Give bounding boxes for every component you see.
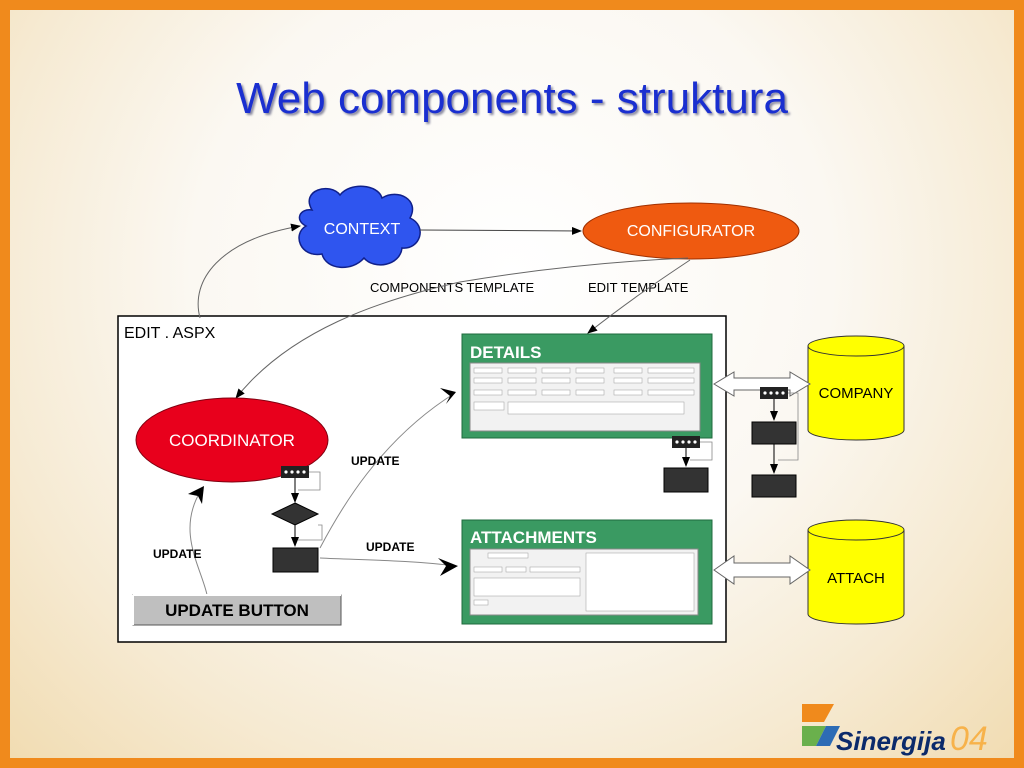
logo-name: Sinergija (836, 726, 946, 756)
details-form-thumbnail (469, 362, 701, 432)
company-label: COMPANY (819, 385, 894, 402)
components-template-label: COMPONENTS TEMPLATE (370, 280, 535, 295)
logo-mark-icon (802, 704, 840, 746)
context-cloud: CONTEXT (298, 185, 421, 268)
update-label-attachments: UPDATE (366, 540, 414, 554)
attachments-panel: ATTACHMENTS (461, 519, 713, 625)
edit-template-arrow (587, 259, 691, 334)
coordinator-label: COORDINATOR (169, 431, 295, 450)
slide-title: Web components - struktura (236, 74, 788, 123)
edit-template-label: EDIT TEMPLATE (588, 280, 689, 295)
company-database: COMPANY (807, 335, 905, 441)
details-label: DETAILS (470, 343, 541, 362)
components-template-arrow (235, 257, 689, 399)
update-details-arrowhead (440, 388, 456, 404)
update-button-label: UPDATE BUTTON (165, 601, 309, 620)
details-data-adapter (663, 436, 713, 493)
company-data-adapter (751, 387, 799, 498)
attachments-attach-link-arrow (713, 555, 811, 585)
update-label-coordinator: UPDATE (153, 547, 201, 561)
update-attachments-arrowhead (438, 558, 458, 576)
context-to-configurator-arrow (419, 226, 582, 235)
process-block (272, 547, 319, 573)
attach-label: ATTACH (827, 570, 885, 587)
coordinator-node: COORDINATOR (135, 397, 329, 483)
coordinator-to-context-arrow (197, 223, 301, 319)
update-attachments-curve (319, 557, 457, 567)
details-panel: DETAILS (461, 333, 713, 439)
edit-aspx-label: EDIT . ASPX (124, 325, 216, 342)
attach-database: ATTACH (807, 519, 905, 625)
attachments-label: ATTACHMENTS (470, 528, 597, 547)
update-label-details: UPDATE (351, 454, 399, 468)
update-button[interactable]: UPDATE BUTTON (132, 594, 342, 626)
configurator-node: CONFIGURATOR (582, 202, 800, 260)
coordinator-flow (270, 466, 323, 573)
context-label: CONTEXT (324, 221, 401, 238)
update-coordinator-arrowhead (188, 486, 204, 504)
configurator-label: CONFIGURATOR (627, 223, 755, 240)
update-details-curve (319, 392, 456, 549)
sinergija-logo: Sinergija 04 (800, 700, 1010, 758)
logo-year: 04 (950, 720, 988, 758)
